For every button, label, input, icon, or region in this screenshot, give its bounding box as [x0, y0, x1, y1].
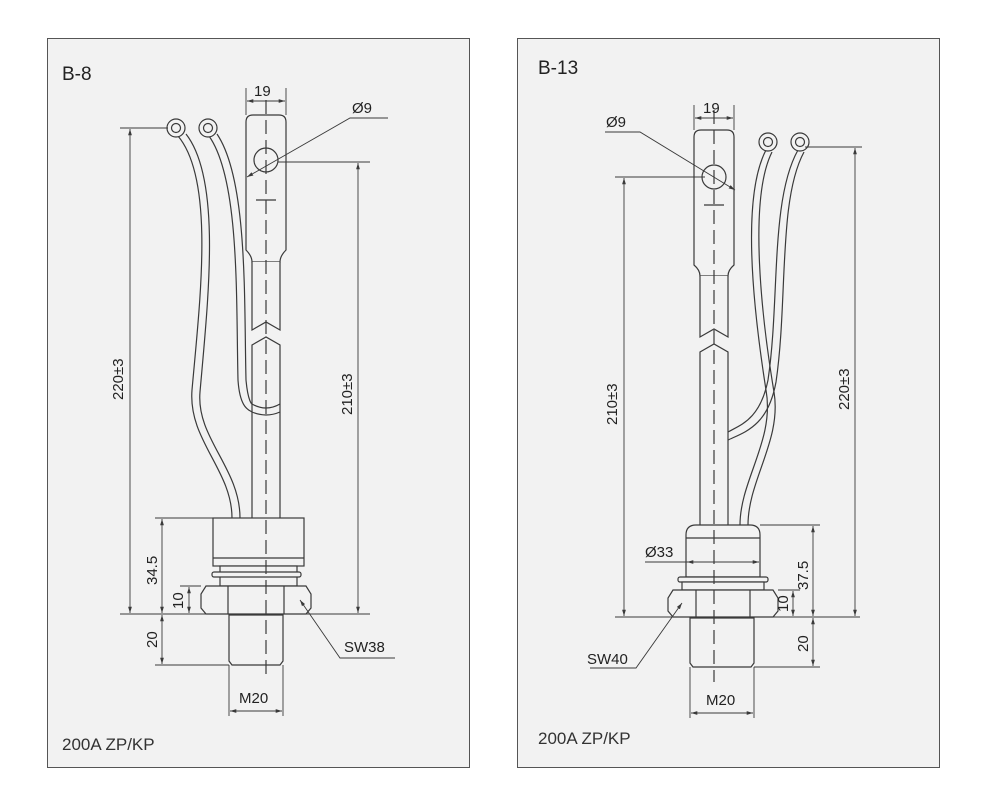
dim-rod-length: 210±3 — [339, 373, 356, 415]
dimensions — [590, 105, 862, 718]
dim-rod-length: 210±3 — [604, 383, 621, 425]
dim-body-height: 34.5 — [144, 556, 161, 585]
dim-body-height: 37.5 — [795, 561, 812, 590]
panel-b13: B-13 200A ZP/KP — [517, 38, 940, 768]
dim-nut-height: 10 — [170, 592, 187, 609]
dim-thread: M20 — [239, 690, 268, 707]
dim-width-top: 19 — [703, 100, 720, 117]
dim-nut-height: 10 — [775, 595, 792, 612]
dim-thread: M20 — [706, 692, 735, 709]
dimensions — [120, 88, 395, 716]
dim-wrench: SW38 — [344, 639, 385, 656]
dim-total-length: 220±3 — [836, 368, 853, 410]
panel-footer: 200A ZP/KP — [538, 729, 631, 748]
dim-wrench: SW40 — [587, 651, 628, 668]
dim-hole: Ø9 — [352, 100, 372, 117]
terminal-ring-icon — [758, 132, 778, 152]
dim-total-length: 220±3 — [110, 358, 127, 400]
panel-title: B-8 — [62, 64, 92, 85]
thyristor-drawing — [166, 100, 312, 680]
terminal-ring-icon — [198, 118, 218, 138]
dim-body-diameter: Ø33 — [645, 544, 673, 561]
dim-width-top: 19 — [254, 83, 271, 100]
dim-thread-length: 20 — [795, 635, 812, 652]
thyristor-drawing — [667, 110, 810, 682]
dim-hole: Ø9 — [606, 114, 626, 131]
panel-footer: 200A ZP/KP — [62, 735, 155, 754]
terminal-ring-icon — [166, 118, 186, 138]
panel-b8: B-8 200A ZP/KP — [47, 38, 470, 768]
panel-title: B-13 — [538, 58, 578, 79]
terminal-ring-icon — [790, 132, 810, 152]
dim-thread-length: 20 — [144, 631, 161, 648]
